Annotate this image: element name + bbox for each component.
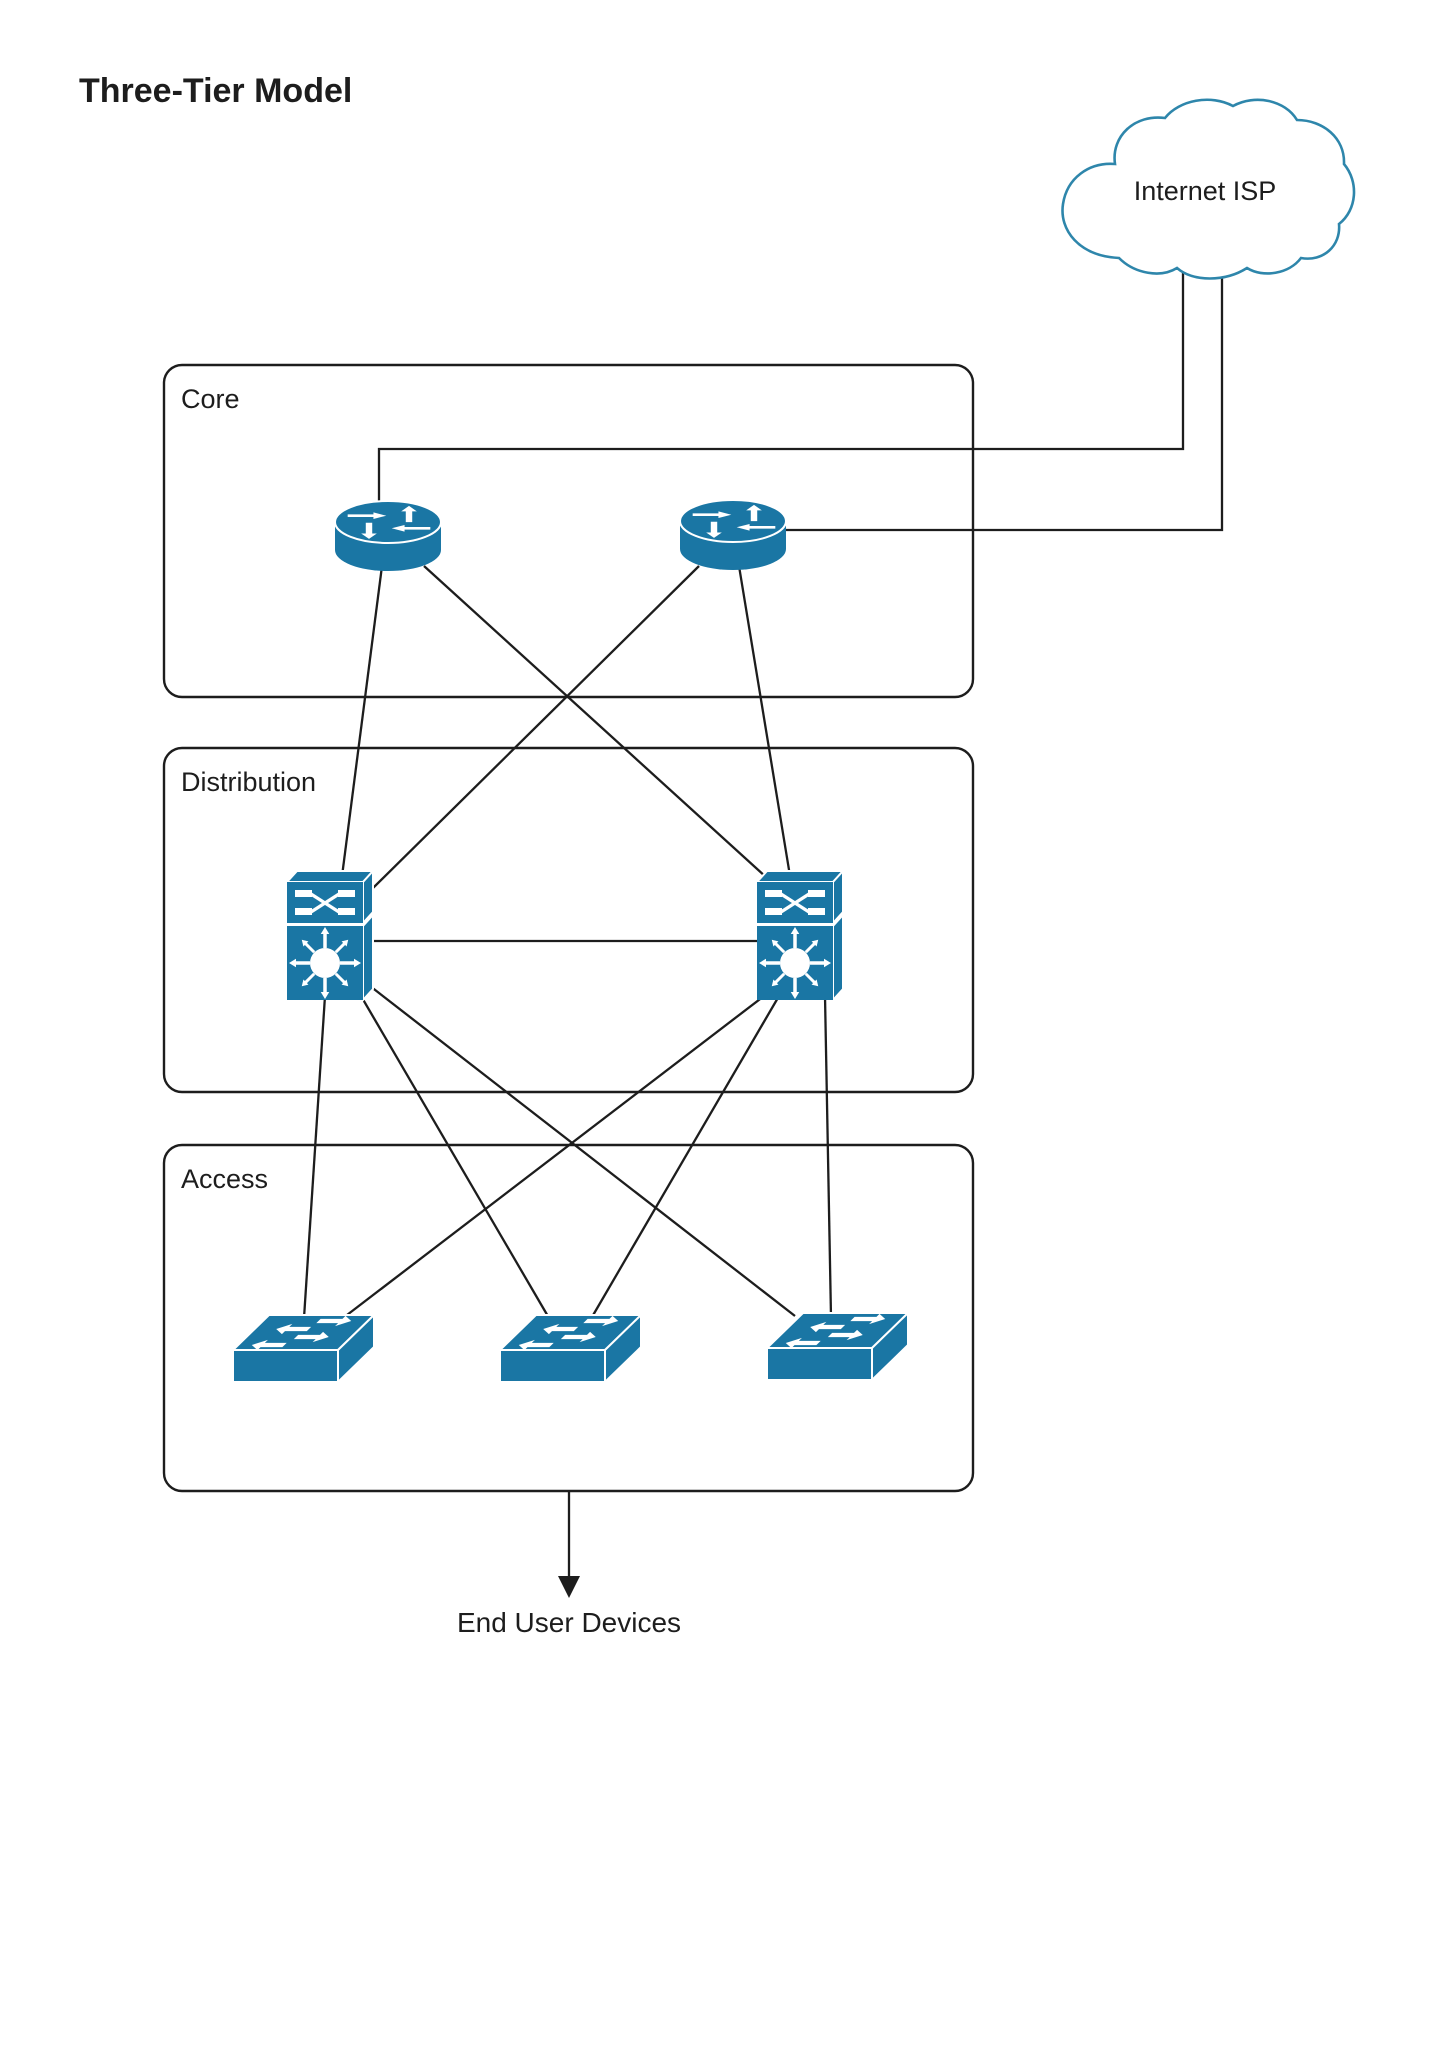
link-router2-dist2	[737, 565, 793, 883]
link-router1-dist2	[423, 565, 779, 889]
link-router2-dist1	[370, 565, 700, 891]
multilayer-switch-icon	[287, 871, 373, 1000]
end-user-arrow	[558, 1491, 580, 1598]
link-dist2-access1	[346, 995, 765, 1316]
distribution-switch-1	[287, 871, 373, 1000]
link-router1-dist1	[339, 565, 384, 885]
link-dist1-access1	[302, 995, 327, 1319]
workgroup-switch-icon	[767, 1313, 908, 1380]
router-icon	[335, 501, 441, 571]
connections	[302, 258, 1224, 1319]
router-icon	[680, 500, 786, 570]
access-switch-2	[500, 1315, 641, 1382]
page-title: Three-Tier Model	[79, 72, 352, 110]
link-isp-router1	[377, 258, 1185, 508]
internet-cloud: Internet ISP	[1061, 98, 1356, 280]
core-router-2	[680, 500, 786, 570]
link-dist2-access2	[591, 995, 780, 1318]
link-dist2-access3	[823, 995, 833, 1318]
arrowhead-icon	[558, 1576, 580, 1598]
cloud-label: Internet ISP	[1134, 176, 1277, 206]
tier-box-distribution: Distribution	[162, 746, 975, 1094]
link-dist1-access3	[369, 985, 796, 1317]
distribution-switch-2	[757, 871, 843, 1000]
core-router-1	[335, 501, 441, 571]
workgroup-switch-icon	[233, 1315, 374, 1382]
multilayer-switch-icon	[757, 871, 843, 1000]
tier-label-access: Access	[181, 1164, 268, 1194]
access-switch-1	[233, 1315, 374, 1382]
link-dist1-access2	[360, 995, 550, 1319]
cloud-shape	[1061, 98, 1356, 280]
link-isp-router2	[780, 258, 1224, 532]
workgroup-switch-icon	[500, 1315, 641, 1382]
access-switch-3	[767, 1313, 908, 1380]
tier-label-core: Core	[181, 384, 240, 414]
end-user-devices-label: End User Devices	[457, 1607, 681, 1638]
tier-label-distribution: Distribution	[181, 767, 316, 797]
